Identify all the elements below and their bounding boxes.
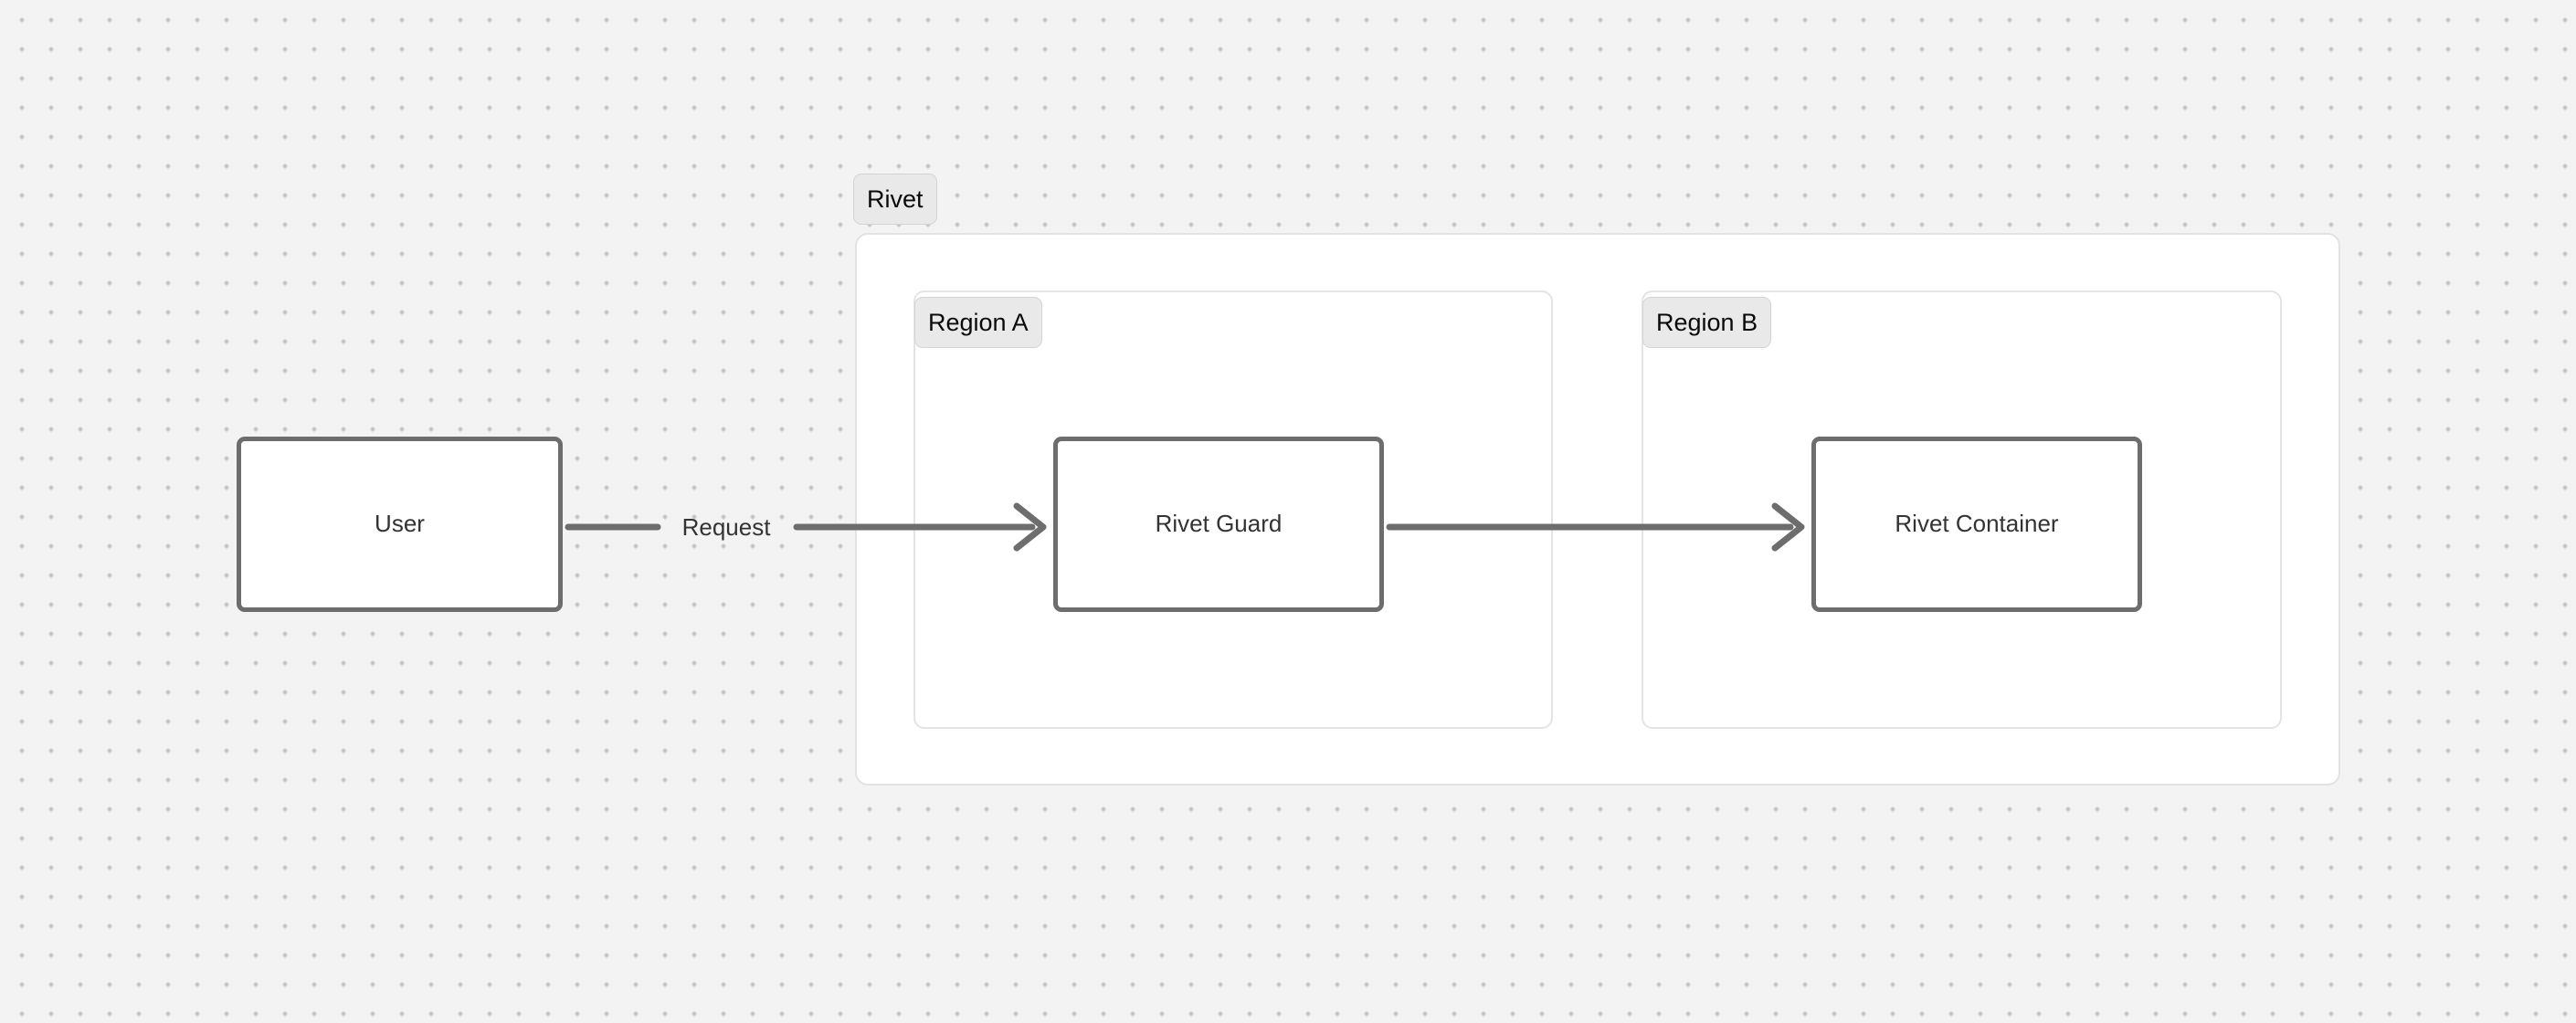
node-rivet-container-label: Rivet Container bbox=[1895, 510, 2059, 538]
edge-label-request: Request bbox=[681, 513, 771, 541]
node-rivet-guard-label: Rivet Guard bbox=[1155, 510, 1283, 538]
group-label-region-b[interactable]: Region B bbox=[1642, 297, 1772, 348]
group-label-region-a[interactable]: Region A bbox=[914, 297, 1042, 348]
group-label-rivet[interactable]: Rivet bbox=[853, 174, 937, 225]
node-user-label: User bbox=[375, 510, 425, 538]
node-rivet-container[interactable]: Rivet Container bbox=[1811, 437, 2142, 612]
node-user[interactable]: User bbox=[237, 437, 563, 612]
node-rivet-guard[interactable]: Rivet Guard bbox=[1053, 437, 1384, 612]
